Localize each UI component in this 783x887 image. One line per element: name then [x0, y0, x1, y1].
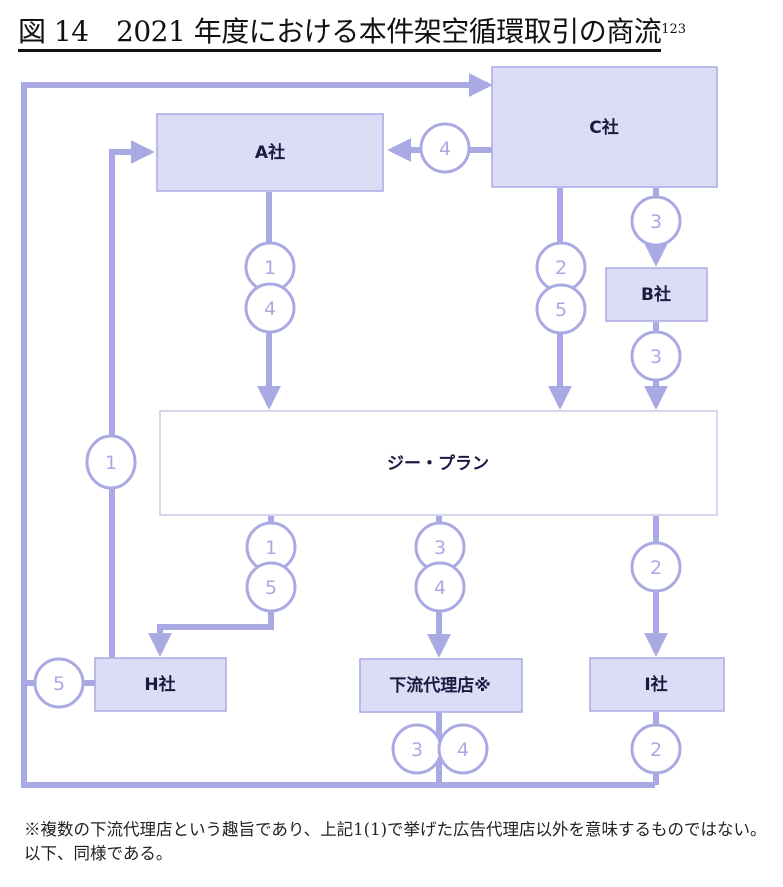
node-i-label: I社: [644, 674, 667, 695]
figure-title-text: 図 14 2021 年度における本件架空循環取引の商流: [18, 15, 662, 52]
badge-a-g-1: 1: [244, 241, 296, 293]
node-h-label: H社: [144, 674, 175, 695]
badge-c-a-4: 4: [419, 122, 471, 174]
svg-text:4: 4: [439, 138, 451, 160]
node-gplan: ジー・プラン: [159, 410, 718, 516]
node-b-label: B社: [641, 284, 671, 305]
node-h: H社: [94, 657, 227, 712]
svg-text:5: 5: [555, 299, 567, 321]
badge-d-c-3: 3: [391, 723, 443, 775]
badge-c-g-5: 5: [535, 283, 587, 335]
svg-text:2: 2: [555, 257, 567, 279]
node-a-label: A社: [255, 142, 285, 163]
badge-g-d-4: 4: [414, 561, 466, 613]
svg-text:3: 3: [434, 537, 446, 559]
svg-text:3: 3: [650, 211, 662, 233]
svg-text:3: 3: [650, 346, 662, 368]
badge-a-g-4: 4: [244, 282, 296, 334]
badge-g-h-5: 5: [245, 561, 297, 613]
figure-title: 図 14 2021 年度における本件架空循環取引の商流123: [18, 14, 687, 52]
badge-g-i-2: 2: [630, 541, 682, 593]
badge-c-g-2: 2: [535, 241, 587, 293]
node-b: B社: [605, 267, 708, 322]
badge-d-c-4: 4: [437, 723, 489, 775]
svg-text:2: 2: [650, 739, 662, 761]
svg-text:5: 5: [265, 577, 277, 599]
svg-text:2: 2: [650, 557, 662, 579]
node-a: A社: [156, 113, 384, 192]
node-downstream: 下流代理店※: [359, 658, 523, 713]
node-i: I社: [589, 657, 725, 712]
badge-b-g-3: 3: [630, 330, 682, 382]
svg-text:1: 1: [264, 257, 276, 279]
svg-text:4: 4: [434, 577, 446, 599]
badge-i-c-2: 2: [630, 723, 682, 775]
svg-text:4: 4: [264, 298, 276, 320]
svg-text:5: 5: [53, 673, 65, 695]
footnote: ※複数の下流代理店という趣旨であり、上記1(1)で挙げた広告代理店以外を意味する…: [24, 820, 767, 863]
svg-text:3: 3: [411, 739, 423, 761]
node-gplan-label: ジー・プラン: [387, 453, 489, 474]
edge-h-to-a: [109, 140, 155, 658]
node-c-label: C社: [589, 117, 618, 138]
node-c: C社: [491, 66, 718, 188]
footnote-reference: 123: [661, 22, 687, 37]
svg-text:1: 1: [265, 537, 277, 559]
badge-h-c-5: 5: [33, 657, 85, 709]
svg-text:1: 1: [105, 452, 117, 474]
return-loop-line: [21, 73, 655, 788]
badge-h-a-1: 1: [85, 434, 137, 490]
badge-c-b-3: 3: [630, 195, 682, 247]
svg-text:4: 4: [457, 739, 469, 761]
node-downstream-label: 下流代理店※: [389, 675, 491, 696]
